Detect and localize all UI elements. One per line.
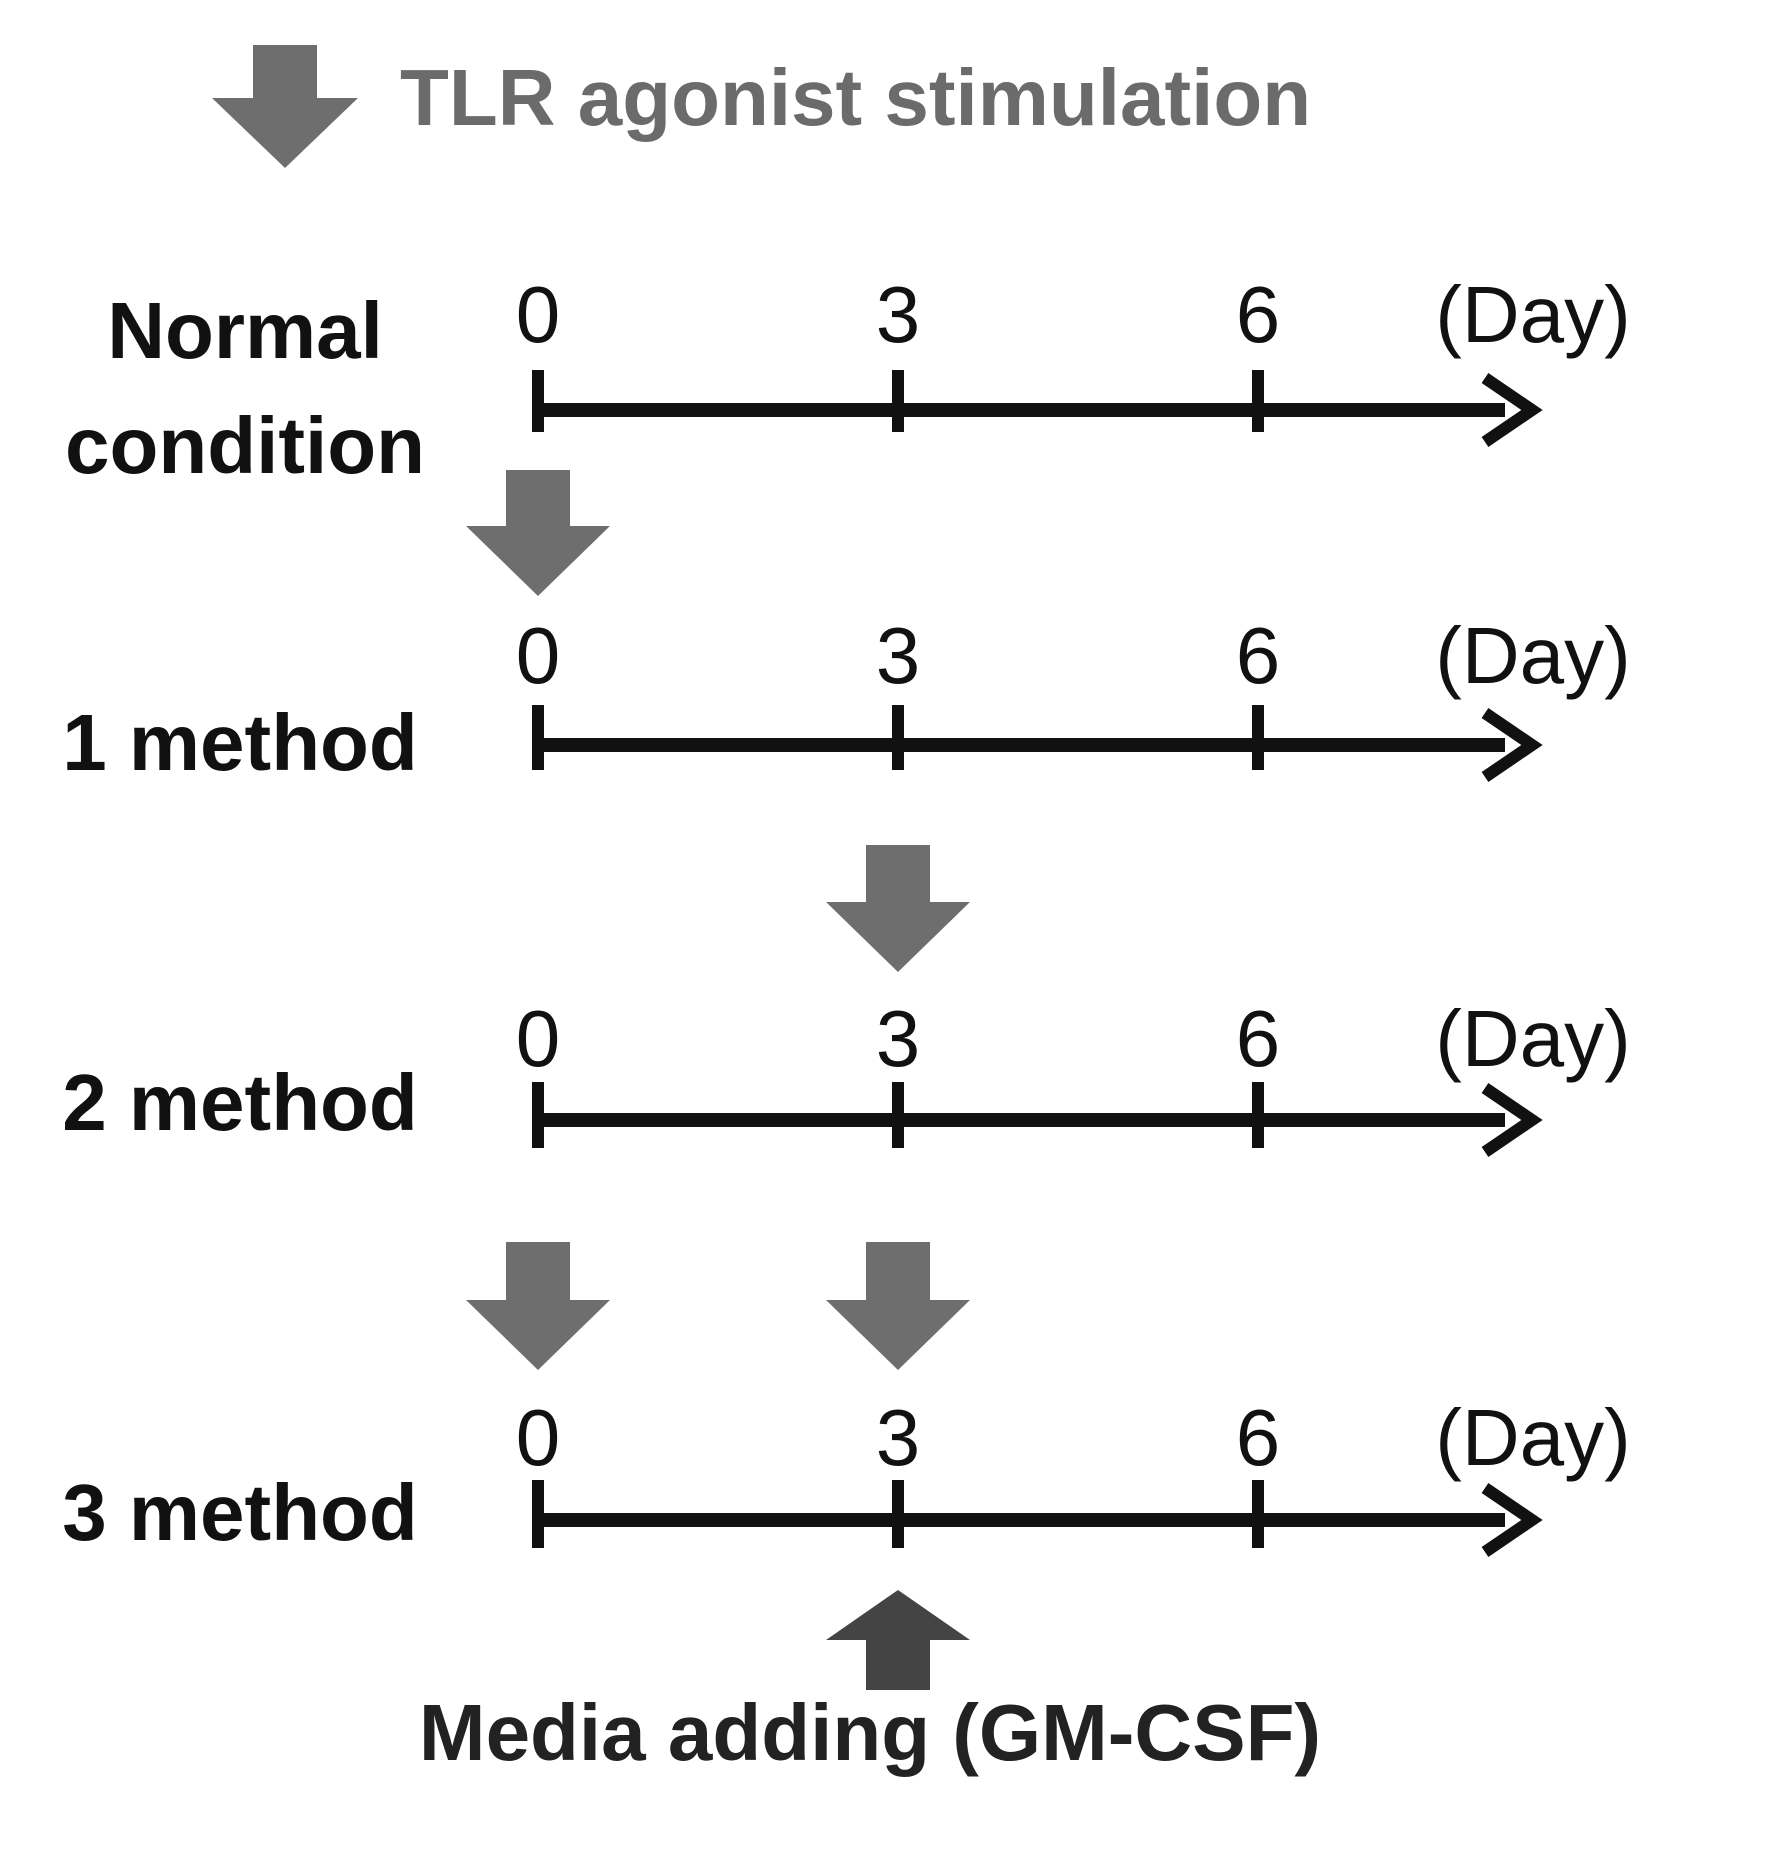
tick-label-0: 0: [516, 994, 561, 1083]
legend-down-arrow-icon: [212, 45, 358, 168]
media-adding-label: Media adding (GM-CSF): [419, 1688, 1321, 1777]
legend-label: TLR agonist stimulation: [400, 53, 1311, 142]
stimulation-arrow-day-3: [826, 1242, 970, 1370]
stimulation-arrow-day-0: [466, 470, 610, 596]
day-unit-label: (Day): [1435, 1393, 1631, 1482]
day-unit-label: (Day): [1435, 611, 1631, 700]
tick-label-6: 6: [1236, 270, 1281, 359]
tick-label-0: 0: [516, 270, 561, 359]
timeline-normal: Normal condition 0 3 6 (Day): [65, 270, 1631, 490]
timeline-axis: 0 3 6 (Day): [516, 270, 1631, 442]
tick-label-3: 3: [876, 1393, 921, 1482]
tick-label-3: 3: [876, 994, 921, 1083]
tick-label-6: 6: [1236, 611, 1281, 700]
day-unit-label: (Day): [1435, 994, 1631, 1083]
timeline-method-2: 2 method 0 3 6 (Day): [62, 845, 1631, 1152]
timeline-label: 2 method: [62, 1058, 418, 1147]
timeline-axis: 0 3 6 (Day): [516, 994, 1631, 1152]
timeline-axis: 0 3 6 (Day): [516, 1393, 1631, 1552]
tick-label-3: 3: [876, 611, 921, 700]
media-adding-up-arrow-icon: [826, 1590, 970, 1690]
legend: TLR agonist stimulation: [212, 45, 1311, 168]
timeline-label-line2: condition: [65, 401, 425, 490]
timeline-label: 1 method: [62, 698, 418, 787]
timeline-label: 3 method: [62, 1468, 418, 1557]
timeline-method-3: 3 method 0 3 6 (Day): [62, 1242, 1631, 1690]
stimulation-arrow-day-0: [466, 1242, 610, 1370]
stimulation-arrow-day-3: [826, 845, 970, 972]
tick-label-0: 0: [516, 611, 561, 700]
timeline-axis: 0 3 6 (Day): [516, 611, 1631, 777]
timeline-method-1: 1 method 0 3 6 (Day): [62, 470, 1631, 787]
timeline-label: Normal: [107, 286, 383, 375]
day-unit-label: (Day): [1435, 270, 1631, 359]
tick-label-6: 6: [1236, 1393, 1281, 1482]
tick-label-0: 0: [516, 1393, 561, 1482]
tick-label-6: 6: [1236, 994, 1281, 1083]
tick-label-3: 3: [876, 270, 921, 359]
